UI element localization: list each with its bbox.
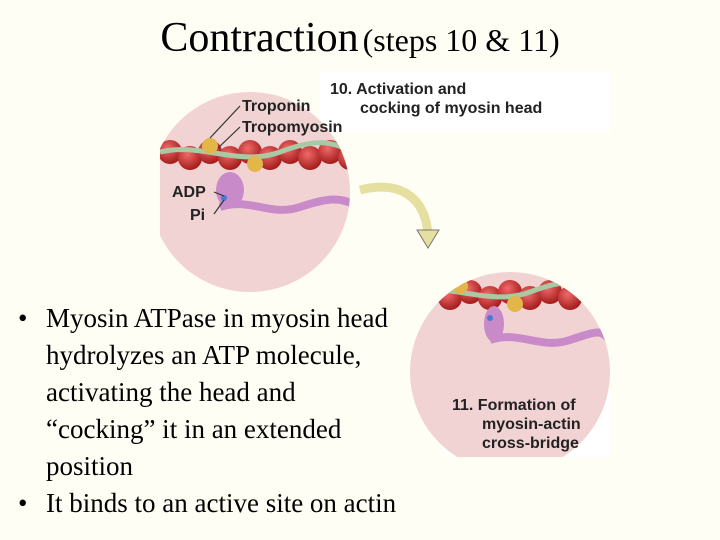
myosin-crossbridge (484, 306, 504, 342)
contraction-figure: 10. Activation and cocking of myosin hea… (160, 72, 610, 457)
step10-label-bg (320, 72, 610, 132)
myosin-tail (218, 195, 350, 214)
pi-leader (213, 199, 225, 215)
tropomyosin-strand (160, 140, 350, 160)
title-sub: (steps 10 & 11) (362, 22, 560, 58)
step-arrow (358, 182, 433, 235)
step11-label-line3: cross-bridge (482, 435, 579, 452)
adp-leader (213, 191, 225, 197)
tropomyosin-leader (217, 126, 241, 149)
troponin-label: Troponin (242, 98, 310, 115)
step10-label-line1: 10. Activation and (330, 81, 466, 98)
troponin-leader (209, 105, 241, 139)
step-arrow-head (416, 229, 440, 249)
step10-filaments (160, 138, 350, 214)
slide-title: Contraction (steps 10 & 11) (0, 14, 720, 62)
step11-label-line1: 11. Formation of (452, 397, 576, 414)
troponin-complex (202, 138, 218, 154)
title-main: Contraction (160, 15, 359, 61)
step11-circle (410, 272, 610, 457)
contraction-diagram: 10. Activation and cocking of myosin hea… (160, 72, 610, 457)
myosin-head (216, 172, 244, 208)
pi-label: Pi (190, 207, 205, 224)
adp-pi-dot (221, 195, 227, 201)
tropomyosin-label: Tropomyosin (242, 119, 342, 136)
step11-label-line2: myosin-actin (482, 416, 581, 433)
adp-label: ADP (172, 184, 206, 201)
step10-label-line2: cocking of myosin head (360, 100, 542, 117)
bullet-item: It binds to an active site on actin (18, 485, 538, 522)
bullet-list: Myosin ATPase in myosin head hydrolyzes … (18, 300, 538, 522)
bullet-item: Myosin ATPase in myosin head hydrolyzes … (18, 300, 406, 485)
